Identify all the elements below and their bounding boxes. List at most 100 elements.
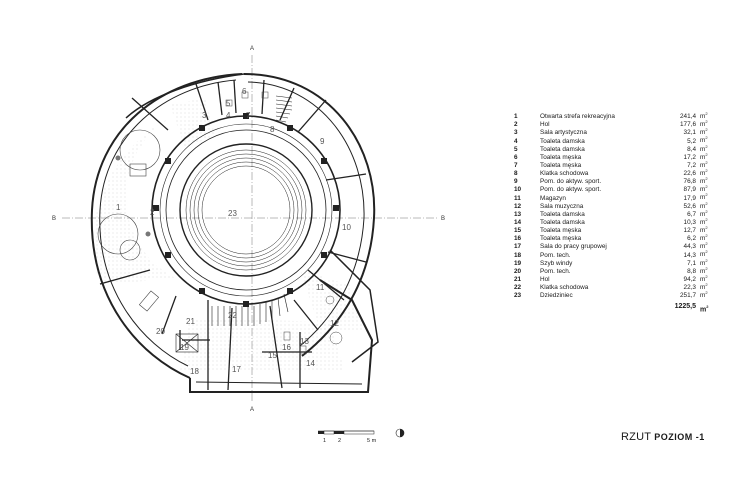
room-label-18: 18	[190, 367, 199, 376]
room-label-14: 14	[306, 359, 315, 368]
room-name: Otwarta strefa rekreacyjna	[540, 113, 615, 121]
room-area: 12,7	[683, 227, 696, 235]
room-unit: m2	[700, 176, 708, 186]
room-label-15: 15	[268, 351, 277, 360]
room-number: 23	[514, 292, 522, 300]
room-number: 15	[514, 227, 522, 235]
room-number: 16	[514, 235, 522, 243]
total-area: 1225,5	[674, 303, 696, 311]
scale-bar-segment-dark	[318, 431, 324, 434]
room-area: 94,2	[683, 275, 696, 283]
drawing-title: RZUT POZIOM -1	[621, 431, 705, 443]
furniture-room-1	[97, 129, 161, 312]
room-number: 1	[514, 113, 518, 121]
room-area: 76,8	[683, 178, 696, 186]
room-area: 14,3	[683, 251, 696, 259]
room-number: 18	[514, 251, 522, 259]
scale-label-5m: 5 m	[367, 438, 377, 444]
room-name: Sala artystyczna	[540, 129, 587, 137]
title-prefix: RZUT	[621, 431, 651, 443]
room-label-23: 23	[228, 209, 237, 218]
room-area: 10,3	[683, 218, 696, 226]
room-schedule-row: 18 Pom. tech. 14,3 m2	[514, 248, 714, 259]
room-name: Toaleta męska	[540, 235, 582, 243]
room-area: 17,9	[683, 194, 696, 202]
room-label-10: 10	[342, 223, 351, 232]
room-area: 7,2	[687, 161, 696, 169]
section-b-left-label: B	[52, 216, 56, 222]
room-unit: m2	[700, 249, 708, 259]
room-label-2: 2	[150, 208, 155, 217]
room-unit: m2	[700, 208, 708, 218]
room-unit: m2	[700, 151, 708, 161]
room-area: 87,9	[683, 186, 696, 194]
room-partitions	[99, 79, 367, 391]
room-name: Pom. tech.	[540, 251, 571, 259]
room-label-1: 1	[116, 203, 121, 212]
room-name: Szyb windy	[540, 259, 573, 267]
section-a-bottom-label: A	[250, 407, 254, 413]
room-label-22: 22	[228, 311, 237, 320]
room-area: 8,8	[687, 267, 696, 275]
room-schedule-row: 9 Pom. do aktyw. sport. 76,8 m2	[514, 175, 714, 186]
dotted-floor-areas	[93, 98, 365, 372]
room-label-12: 12	[330, 319, 339, 328]
room-number: 2	[514, 121, 518, 129]
room-area: 52,6	[683, 202, 696, 210]
room-area: 7,1	[687, 259, 696, 267]
lift-shaft-19	[175, 333, 199, 353]
room-schedule-row: 13 Toaleta damska 6,7 m2	[514, 208, 714, 218]
room-number: 17	[514, 243, 522, 251]
room-name: Sala muzyczna	[540, 202, 584, 210]
room-name: Toaleta damska	[540, 210, 585, 218]
column-ring	[153, 113, 339, 307]
room-number: 11	[514, 194, 521, 202]
room-name: Magazyn	[540, 194, 566, 202]
room-label-17: 17	[232, 365, 241, 374]
room-label-9: 9	[320, 137, 325, 146]
room-area: 17,2	[683, 153, 696, 161]
room-name: Pom. do aktyw. sport.	[540, 178, 602, 186]
room-unit: m2	[700, 290, 708, 300]
scale-label-1: 1	[323, 438, 326, 444]
room-name: Sala do pracy grupowej	[540, 243, 607, 251]
room-area: 22,3	[683, 284, 696, 292]
room-number: 9	[514, 178, 518, 186]
room-number: 8	[514, 170, 518, 178]
room-name: Dziedziniec	[540, 292, 573, 300]
room-unit: m2	[700, 241, 708, 251]
room-area: 177,6	[680, 121, 696, 129]
room-name: Toaleta damska	[540, 218, 585, 226]
room-name: Pom. do aktyw. sport.	[540, 186, 602, 194]
room-number: 14	[514, 218, 522, 226]
room-label-21: 21	[186, 317, 195, 326]
total-unit: m2	[700, 304, 709, 314]
room-label-4: 4	[226, 111, 231, 120]
room-unit: m2	[700, 281, 708, 292]
room-area: 32,1	[683, 129, 696, 137]
floor-plan-drawing: A A B B	[52, 46, 445, 413]
room-name: Toaleta męska	[540, 227, 582, 235]
scale-label-2: 2	[338, 438, 341, 444]
room-unit: m2	[700, 224, 708, 235]
room-number: 21	[514, 275, 522, 283]
room-unit: m2	[700, 273, 708, 283]
room-area: 251,7	[680, 292, 696, 300]
section-b-right-label: B	[441, 216, 445, 222]
toilet-fixtures	[225, 91, 343, 355]
room-number: 13	[514, 210, 522, 218]
room-unit: m2	[700, 257, 708, 267]
room-label-13: 13	[300, 337, 309, 346]
room-schedule-row: 23 Dziedziniec 251,7 m2	[514, 289, 714, 300]
room-area: 6,7	[687, 210, 696, 218]
